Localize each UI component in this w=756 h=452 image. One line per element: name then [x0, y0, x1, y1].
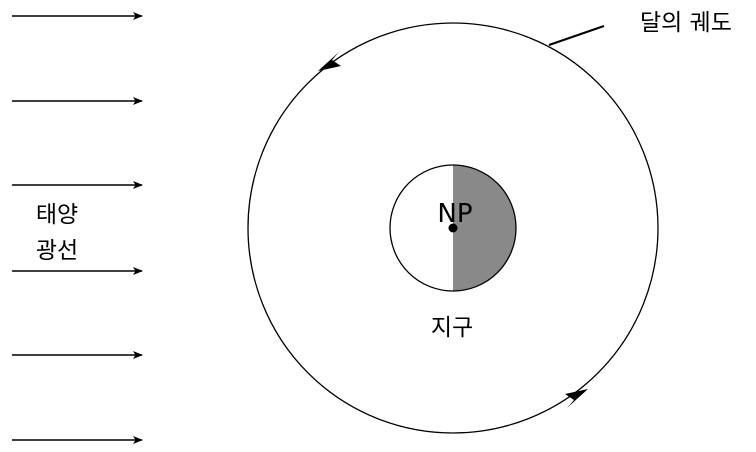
sun-ray-label-line1: 태양: [36, 202, 78, 228]
sun-ray-label-line2: 광선: [36, 238, 78, 264]
earth-label: 지구: [431, 315, 473, 341]
orbit-label: 달의 궤도: [640, 10, 732, 36]
sun-rays: [12, 12, 143, 444]
north-pole-dot: [448, 223, 458, 233]
earth-night-side: [453, 165, 516, 291]
moon-orbit-circle: [247, 22, 659, 434]
orbit-label-leader-line: [548, 25, 605, 46]
earth-outline: [389, 164, 517, 292]
orbit-arrowhead-icon: [565, 389, 588, 408]
orbit-arrowhead-icon: [318, 52, 341, 71]
earth: [389, 164, 517, 292]
north-pole-label: NP: [437, 199, 472, 229]
